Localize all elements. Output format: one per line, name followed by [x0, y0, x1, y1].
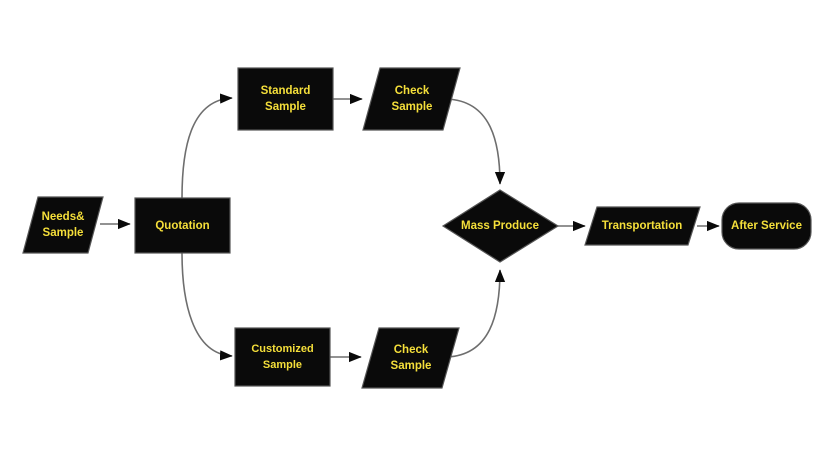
- edge-check-sample-bottom-to-mass-produce: [446, 269, 506, 358]
- node-customized-sample[interactable]: Customized Sample: [234, 327, 331, 387]
- node-needs-sample[interactable]: Needs& Sample: [22, 196, 104, 254]
- node-mass-produce[interactable]: Mass Produce: [441, 189, 560, 263]
- node-check-sample-bottom[interactable]: Check Sample: [361, 327, 460, 389]
- node-transportation[interactable]: Transportation: [584, 206, 701, 246]
- transportation-shape[interactable]: [584, 206, 701, 246]
- check-sample-top-shape[interactable]: [362, 67, 461, 131]
- node-after-service[interactable]: After Service: [721, 202, 812, 250]
- mass-produce-shape[interactable]: [441, 189, 560, 263]
- node-quotation[interactable]: Quotation: [134, 197, 231, 254]
- standard-sample-shape[interactable]: [237, 67, 334, 131]
- edges-layer: [100, 93, 720, 363]
- edge-quotation-to-standard-sample: [181, 93, 233, 199]
- edge-check-sample-top-to-mass-produce: [446, 98, 506, 185]
- edge-quotation-to-customized-sample: [181, 252, 233, 361]
- check-sample-bottom-shape[interactable]: [361, 327, 460, 389]
- node-check-sample-top[interactable]: Check Sample: [362, 67, 461, 131]
- quotation-shape[interactable]: [134, 197, 231, 254]
- node-standard-sample[interactable]: Standard Sample: [237, 67, 334, 131]
- needs-sample-shape[interactable]: [22, 196, 104, 254]
- after-service-shape[interactable]: [721, 202, 812, 250]
- customized-sample-shape[interactable]: [234, 327, 331, 387]
